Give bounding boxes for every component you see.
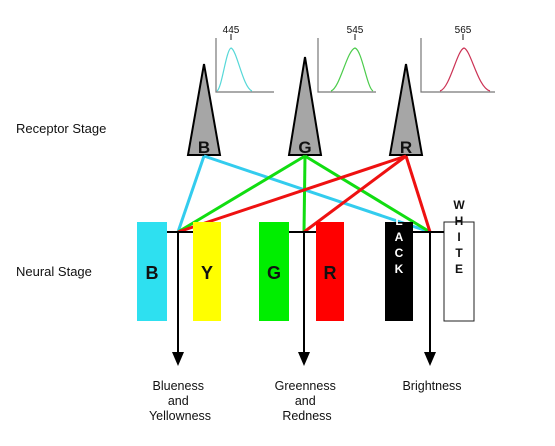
connection-b-to-by (176, 155, 206, 233)
channel-bar-b: B (137, 222, 167, 321)
arrow-head-gr (298, 352, 310, 366)
connection-r-to-brightness (404, 155, 432, 233)
spectral-graph-blue: 445 (215, 25, 274, 93)
connection-g-to-brightness (304, 154, 431, 234)
sensitivity-curve-green (330, 47, 374, 92)
bar-rect (193, 222, 221, 321)
receptor-letter-g: G (298, 138, 311, 157)
peak-label-green: 545 (347, 25, 364, 36)
bar-rect (316, 222, 344, 321)
receptor-cone-g: G (287, 56, 323, 157)
arrow-head-by (172, 352, 184, 366)
output-arrows (172, 232, 436, 366)
output-line: and (295, 394, 316, 408)
bar-letter-r: R (324, 263, 337, 283)
connections (176, 154, 432, 234)
cone-shape (287, 56, 323, 156)
bar-rect (443, 221, 475, 322)
channel-bar-g: G (259, 222, 289, 321)
bar-rect (385, 222, 413, 321)
channel-bar-r: R (316, 222, 344, 321)
output-line: Yellowness (149, 409, 211, 423)
receptor-stage-label: Receptor Stage (16, 121, 106, 136)
connection-g-to-gr (302, 155, 307, 233)
channel-bar-black: BLACK (385, 198, 413, 321)
bar-letter-y: Y (201, 263, 213, 283)
output-line: Brightness (402, 379, 461, 393)
output-line: Blueness (153, 379, 204, 393)
sensitivity-curve-blue (216, 47, 253, 92)
graph-axes (420, 38, 495, 93)
sensitivity-curve-red (439, 47, 491, 92)
connection-r-to-gr (303, 154, 407, 234)
output-line: Redness (282, 409, 331, 423)
connection-b-to-brightness (203, 154, 431, 234)
channel-bar-y: Y (193, 222, 221, 321)
bar-letter-g: G (267, 263, 281, 283)
peak-label-red: 565 (455, 25, 472, 36)
receptor-cone-b: B (186, 63, 222, 157)
spectral-graph-green: 545 (317, 25, 376, 93)
graph-axes (317, 38, 376, 93)
output-line: Greenness (275, 379, 336, 393)
bar-letters-white: WHITE (452, 198, 466, 278)
output-line: and (168, 394, 189, 408)
bar-rect (259, 222, 289, 321)
output-label-brightness: Brightness (402, 379, 461, 393)
arrow-head-brightness (424, 352, 436, 366)
neural-stage-label: Neural Stage (16, 264, 92, 279)
bar-rect (137, 222, 167, 321)
receptor-letter-r: R (400, 138, 412, 157)
channel-bar-white: WHITE (443, 198, 475, 322)
spectral-graph-red: 565 (420, 25, 495, 93)
cone-shape (186, 63, 222, 156)
bar-letter-b: B (146, 263, 159, 283)
receptor-letter-b: B (198, 138, 210, 157)
graph-axes (215, 38, 274, 93)
output-label-greenness-redness: Greenness and Redness (275, 379, 340, 423)
cone-shape (388, 63, 424, 156)
bar-letters-black: BLACK (392, 198, 406, 278)
receptor-cone-r: R (388, 63, 424, 157)
peak-label-blue: 445 (223, 25, 240, 36)
connection-g-to-by (177, 154, 306, 234)
output-label-blueness-yellowness: Blueness and Yellowness (149, 379, 211, 423)
connection-r-to-by (177, 154, 407, 234)
